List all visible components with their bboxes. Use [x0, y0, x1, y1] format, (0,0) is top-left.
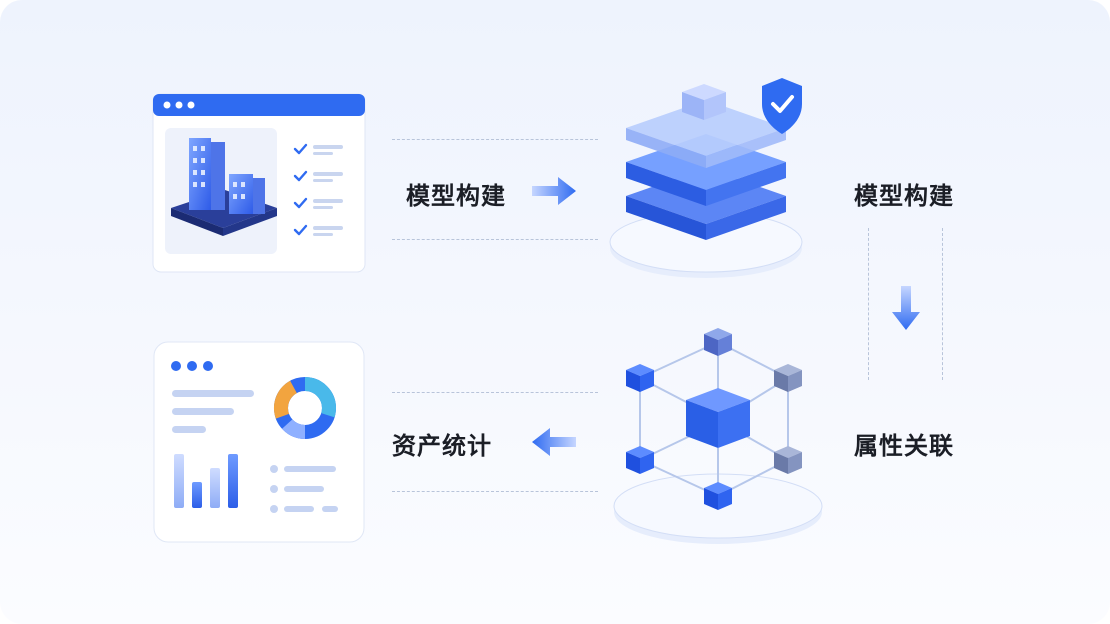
connector-line-top-lower [392, 239, 598, 240]
step-label-asset-stats: 资产统计 [392, 432, 492, 460]
network-cubes-illustration [613, 328, 823, 544]
step-label-model-build: 模型构建 [406, 182, 506, 210]
step-label-model-build-2: 模型构建 [854, 182, 954, 210]
step-label-attribute-link: 属性关联 [854, 432, 954, 460]
bar-chart-icon [174, 454, 238, 508]
connector-line-top-upper [392, 139, 598, 140]
arrow-down-icon [892, 286, 920, 330]
arrow-right-icon [532, 177, 576, 205]
dashboard-stats-illustration [153, 341, 365, 543]
connector-line-bottom-upper [392, 392, 598, 393]
layered-stack-illustration [609, 78, 803, 278]
checklist [293, 143, 308, 236]
connector-line-bottom-lower [392, 491, 598, 492]
connector-line-right-left [868, 228, 869, 380]
donut-chart-icon [274, 377, 336, 439]
connector-line-right-right [942, 228, 943, 380]
building-model-illustration [152, 93, 366, 273]
arrow-left-icon [532, 428, 576, 456]
